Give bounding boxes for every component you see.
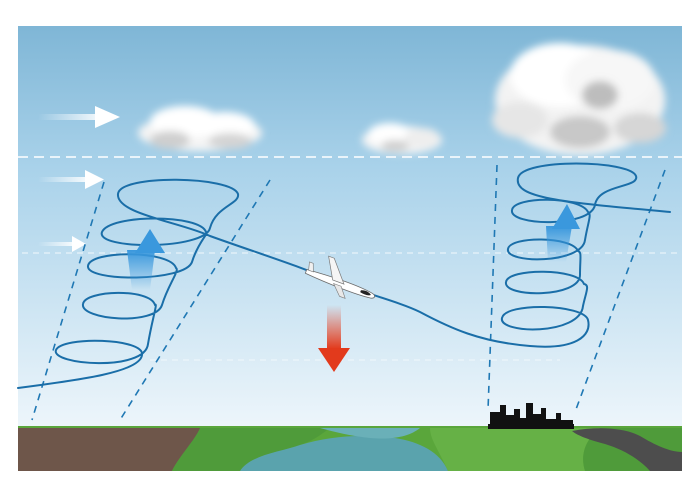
thermal-boundary-dashed-line [31,181,105,421]
thermal-boundary-dashed-line [119,179,271,421]
arrow-right-icon [38,236,86,252]
ground-terrain [18,426,682,471]
arrow-up-icon [546,204,580,262]
arrow-up-icon [127,229,165,290]
cumulus-cloud-icon [492,43,666,155]
cumulus-cloud-icon [362,123,442,154]
thermal-boundary-dashed-line [487,164,498,411]
cumulus-cloud-icon [138,106,262,151]
glider-icon [304,255,375,299]
arrow-right-icon [38,106,120,128]
city-skyline-icon [488,403,574,429]
arrow-right-icon [38,170,104,189]
arrow-down-icon [318,305,350,372]
